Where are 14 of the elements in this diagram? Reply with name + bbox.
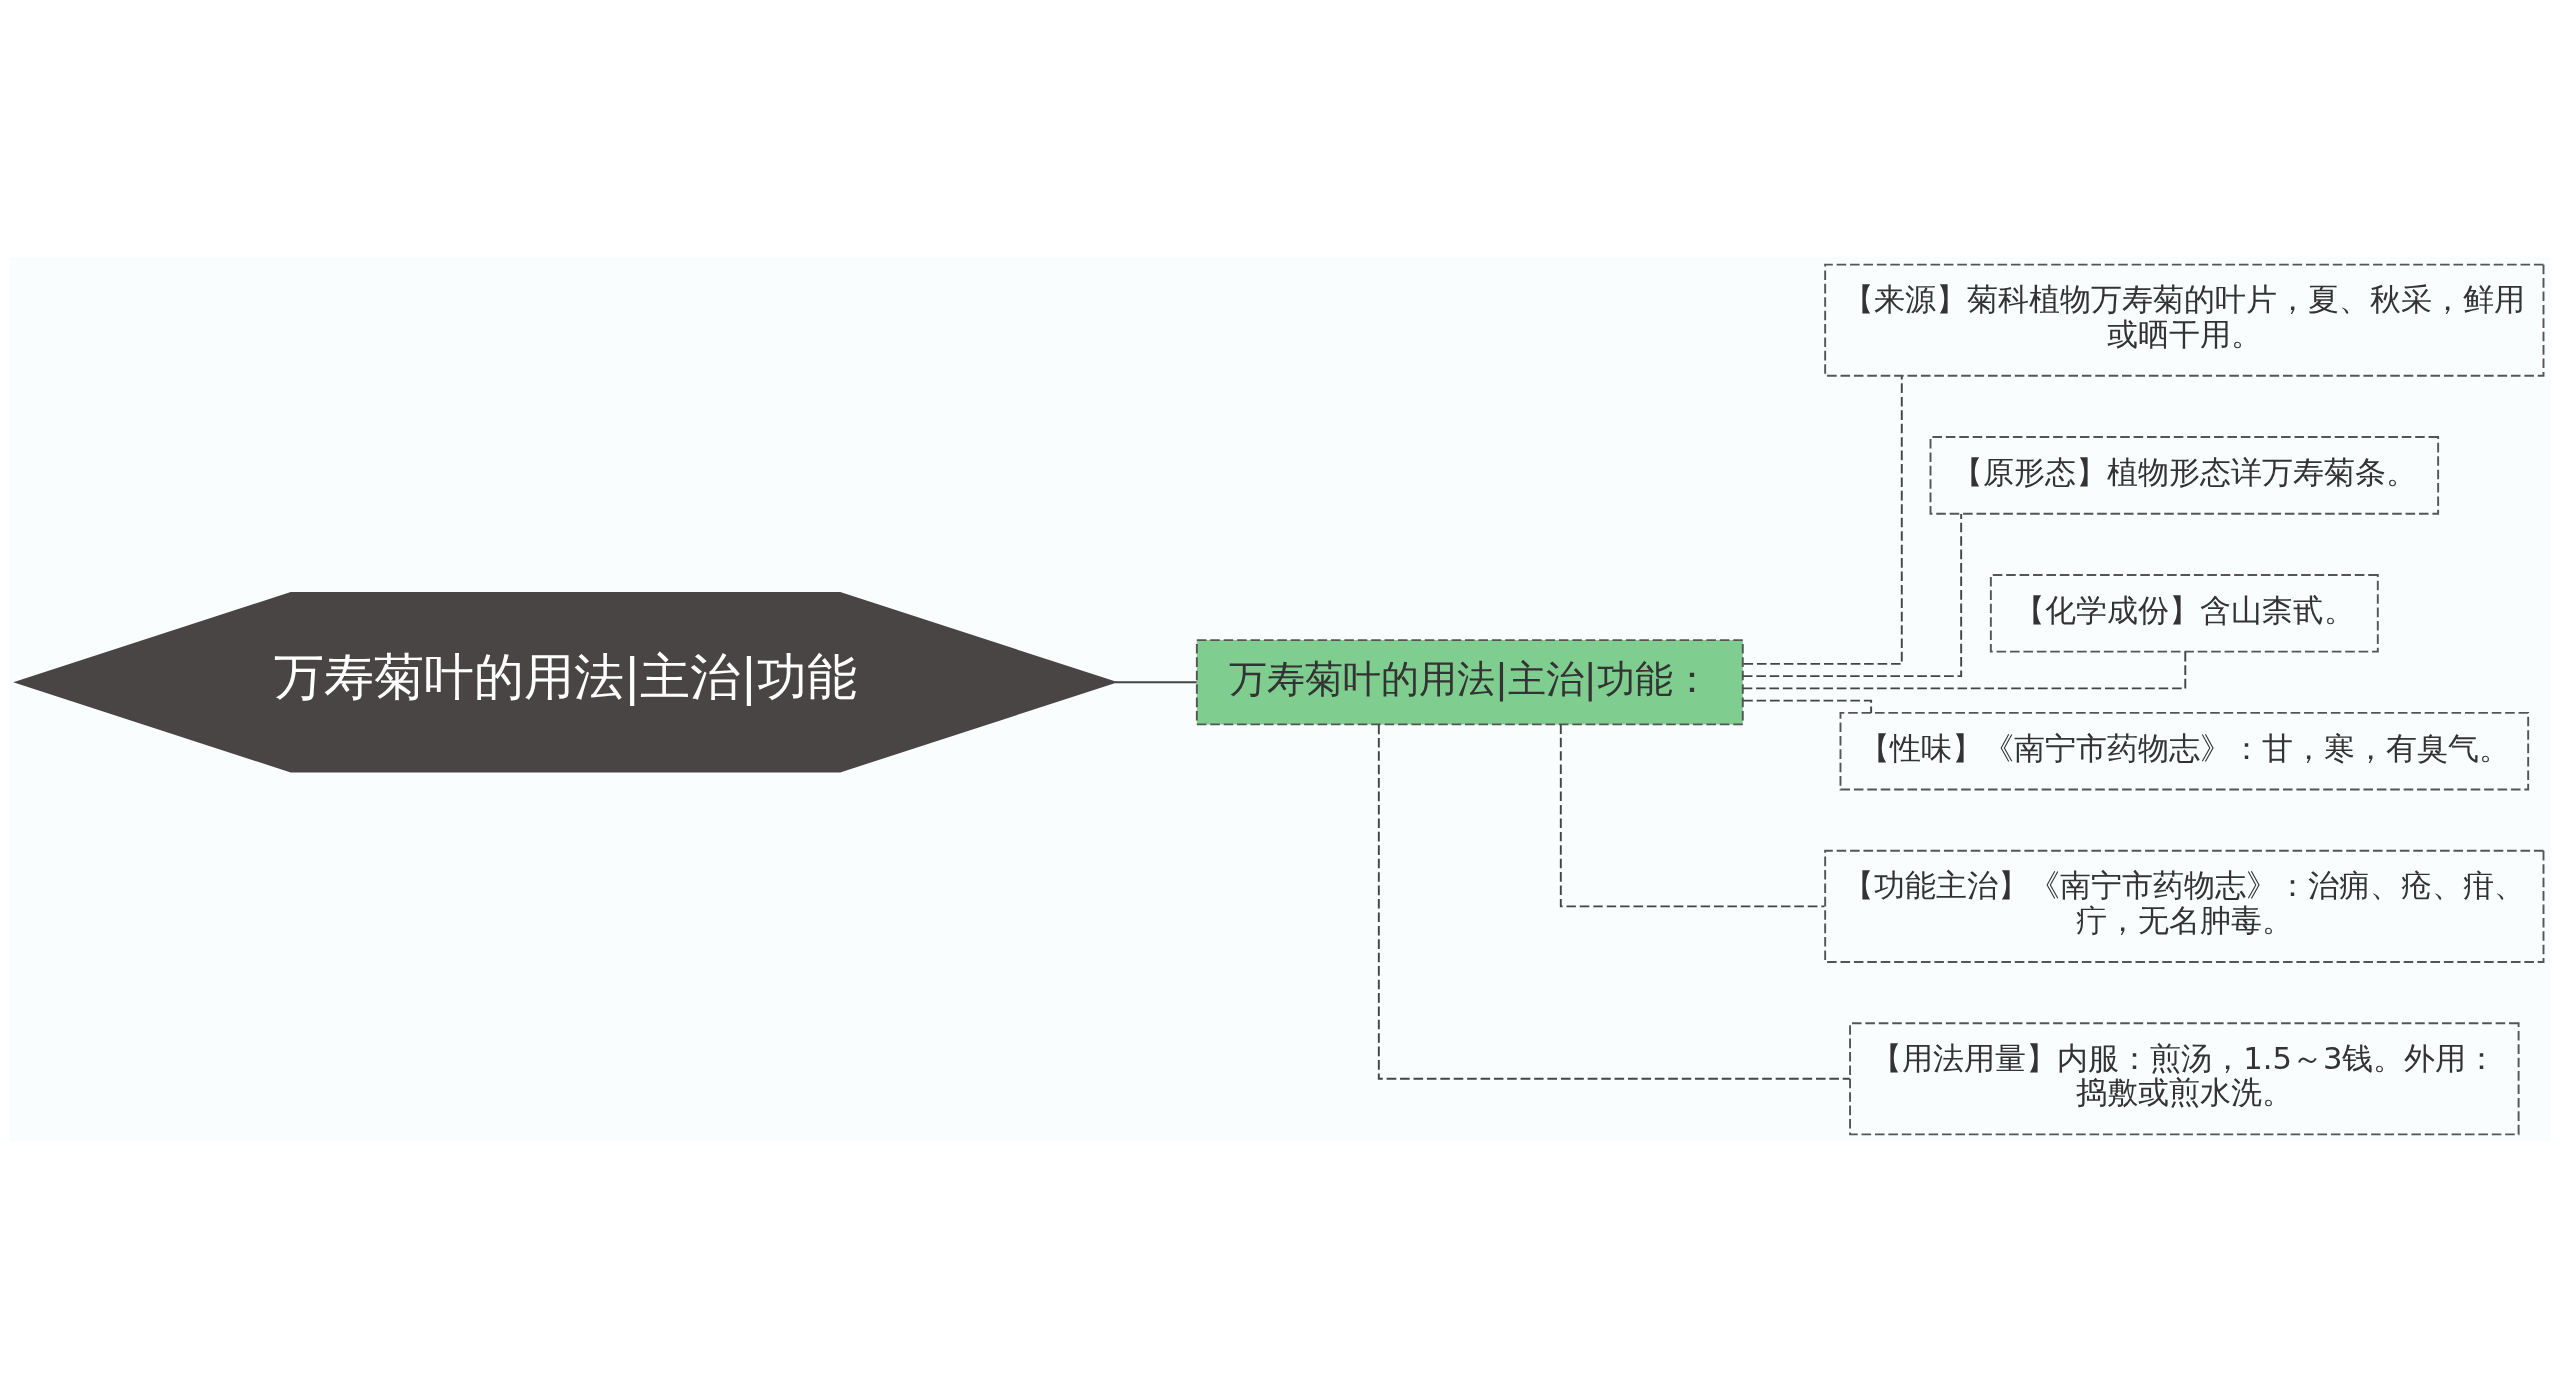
node-box: 【来源】菊科植物万寿菊的叶片，夏、秋采，鲜用或晒干用。 (1824, 263, 2545, 377)
node-box: 【用法用量】内服：煎汤，1.5～3钱。外用：捣敷或煎水洗。 (1849, 1021, 2520, 1135)
connector (1377, 723, 1851, 1080)
connector (1742, 699, 1873, 714)
connector (1741, 512, 1963, 677)
node-box: 【功能主治】《南宁市药物志》：治痈、疮、疳、疔，无名肿毒。 (1824, 849, 2545, 963)
connector (1114, 680, 1198, 683)
node-box: 【化学成份】含山柰甙。 (1989, 573, 2379, 653)
connector (1741, 650, 2187, 689)
node-box: 【性味】《南宁市药物志》：甘，寒，有臭气。 (1839, 711, 2530, 790)
node-box: 万寿菊叶的用法|主治|功能： (1195, 638, 1744, 725)
node-box: 【原形态】植物形态详万寿菊条。 (1929, 435, 2440, 515)
connector (1742, 374, 1903, 665)
connector (1559, 722, 1826, 907)
